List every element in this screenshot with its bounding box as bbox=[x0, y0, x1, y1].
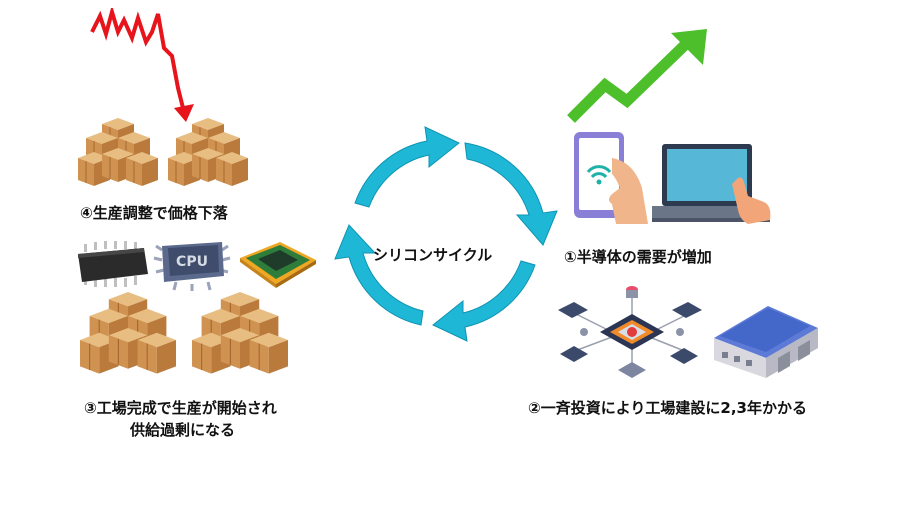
falling-price-arrow-icon bbox=[90, 8, 194, 122]
step-3-label: ③工場完成で生産が開始され bbox=[84, 399, 277, 417]
cycle-arrow-top-left-icon bbox=[354, 126, 460, 208]
microchip-icon bbox=[240, 242, 316, 288]
factory-icon bbox=[714, 306, 818, 378]
cycle-diagram bbox=[334, 126, 558, 342]
cycle-arrow-top-right-icon bbox=[464, 142, 558, 246]
cycle-arrow-bottom-right-icon bbox=[432, 260, 536, 342]
cycle-center-title: シリコンサイクル bbox=[373, 246, 493, 264]
tablet-wifi-icon bbox=[574, 132, 648, 224]
cpu-chip-icon: CPU bbox=[153, 242, 231, 291]
cycle-arrow-bottom-left-icon bbox=[334, 224, 424, 326]
step-3-label-line2: 供給過剰になる bbox=[130, 421, 236, 439]
cardboard-boxes-icon bbox=[80, 292, 176, 388]
rising-demand-arrow-icon bbox=[567, 29, 707, 123]
laptop-icon bbox=[652, 144, 771, 224]
circuit-board-icon bbox=[558, 286, 702, 378]
cardboard-boxes-icon bbox=[78, 118, 158, 198]
ic-chip-icon bbox=[78, 241, 148, 287]
cardboard-boxes-icon bbox=[192, 292, 288, 388]
cardboard-boxes-icon bbox=[168, 118, 248, 198]
step-1-label: ①半導体の需要が増加 bbox=[564, 248, 712, 266]
step-2-label: ②一斉投資により工場建設に2,3年かかる bbox=[528, 399, 807, 417]
step-4-label: ④生産調整で価格下落 bbox=[80, 204, 228, 222]
cpu-chip-text: CPU bbox=[176, 254, 208, 270]
